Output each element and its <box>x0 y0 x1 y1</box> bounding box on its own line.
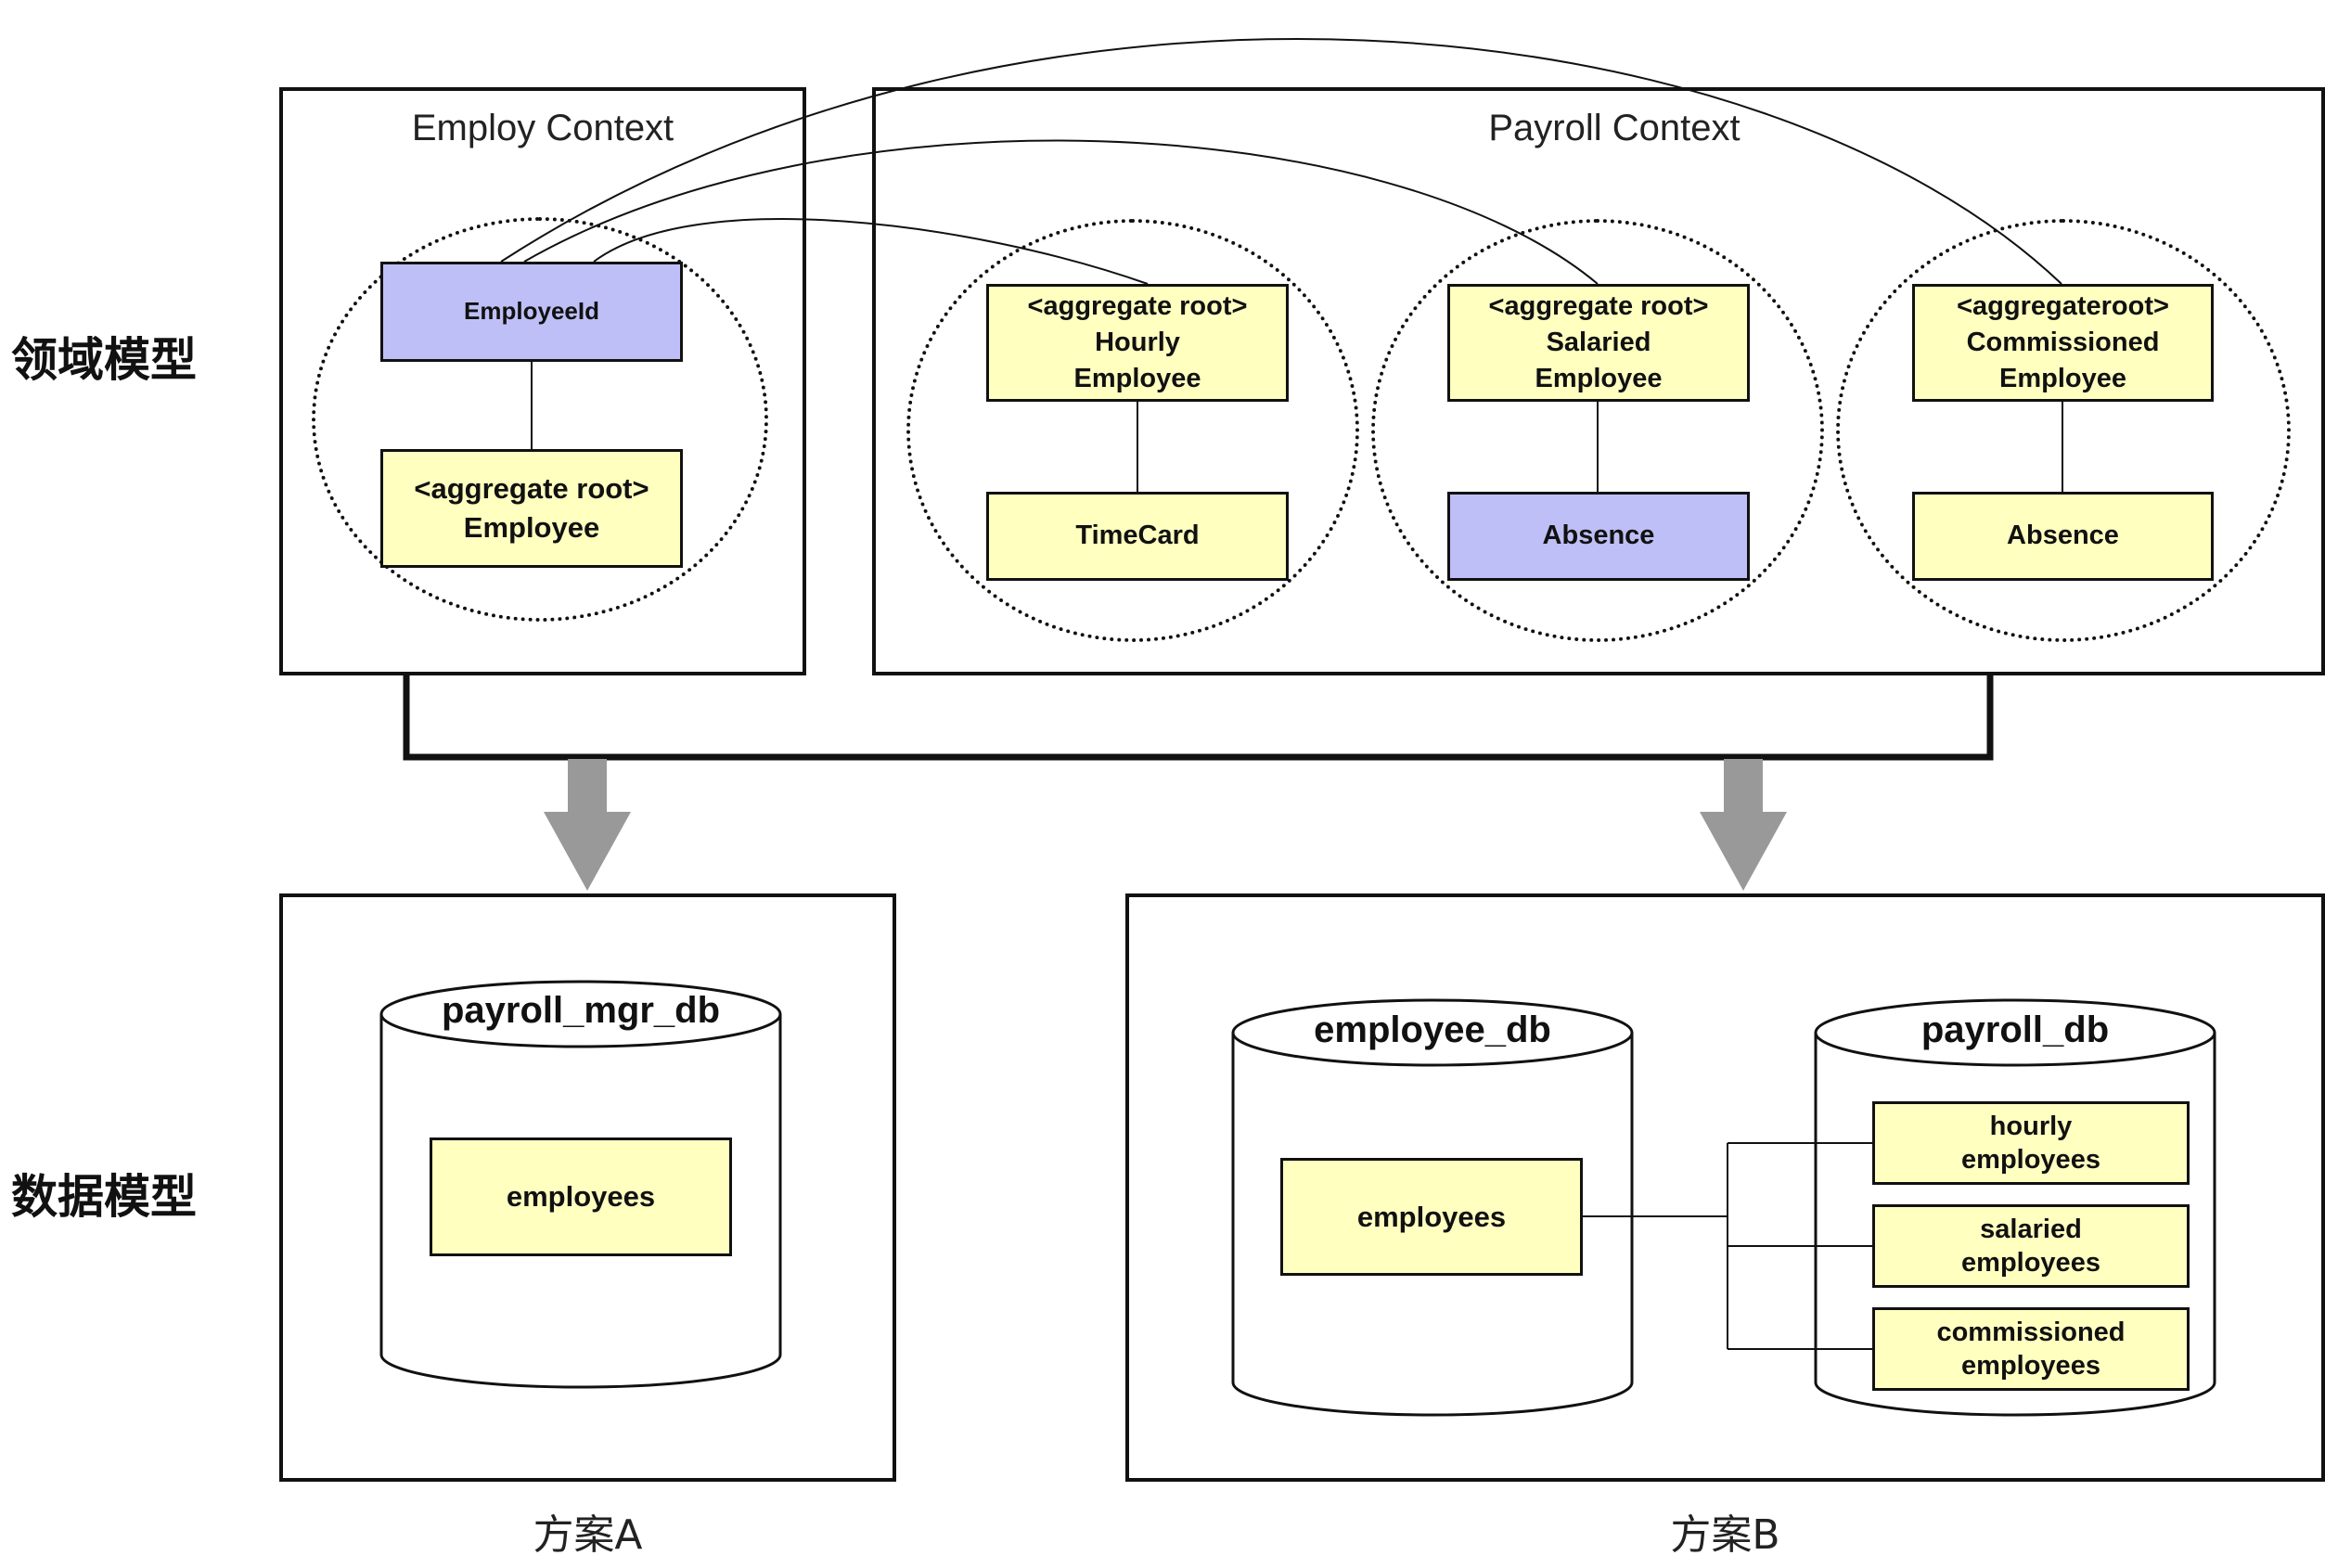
domain-model-label: 领域模型 <box>11 333 197 387</box>
salaried-employees-line1: salaried <box>1980 1214 2082 1244</box>
salaried-employee-aggregate-root: <aggregate root> Salaried Employee <box>1447 284 1750 402</box>
payroll-mgr-db-name: payroll_mgr_db <box>441 990 721 1031</box>
hourly-employees-line1: hourly <box>1989 1111 2073 1141</box>
employee-aggregate-root: <aggregate root> Employee <box>380 449 683 568</box>
employ-aggregate-boundary <box>312 217 768 622</box>
commissioned-absence-label: Absence <box>2007 521 2119 551</box>
salaried-stereotype: <aggregate root> <box>1488 290 1709 321</box>
payroll-db-name: payroll_db <box>1920 1009 2110 1050</box>
commissioned-name-line2: Employee <box>1999 364 2126 394</box>
hourly-aggregate-boundary <box>906 219 1359 642</box>
payroll-context <box>872 87 2325 675</box>
employ-context <box>279 87 806 675</box>
employee-db-name: employee_db <box>1314 1009 1551 1050</box>
commissioned-employees-line1: commissioned <box>1936 1317 2126 1347</box>
hourly-name-line2: Employee <box>1073 364 1201 394</box>
contexts-bracket <box>403 673 1994 761</box>
salaried-name-line2: Employee <box>1535 364 1663 394</box>
salaried-aggregate-boundary <box>1371 219 1824 642</box>
commissioned-employee-aggregate-root: <aggregateroot> Commissioned Employee <box>1912 284 2214 402</box>
plan-b-employees-table: employees <box>1280 1158 1583 1276</box>
plan-b-employees-label: employees <box>1356 1200 1507 1233</box>
employeeid-label: EmployeeId <box>464 297 599 326</box>
hourly-employees-line2: employees <box>1961 1145 2100 1175</box>
employeeid-to-commissioned-curve <box>500 38 2062 285</box>
plan-a-panel <box>279 893 896 1482</box>
commissioned-aggregate-boundary <box>1836 219 2291 642</box>
salaried-name-line1: Salaried <box>1546 327 1651 357</box>
arrow-to-plan-a <box>544 759 631 891</box>
employ-context-title: Employ Context <box>411 108 674 148</box>
hourly-stereotype: <aggregate root> <box>1027 290 1248 321</box>
salaried-absence-label: Absence <box>1542 521 1655 551</box>
plan-b-panel <box>1125 893 2325 1482</box>
salaried-employees-table: salaried employees <box>1872 1204 2190 1288</box>
commissioned-name-line1: Commissioned <box>1966 327 2160 357</box>
hourly-name-line1: Hourly <box>1095 327 1180 357</box>
table-link-lines <box>1583 1142 1872 1350</box>
timecard-label: TimeCard <box>1075 521 1200 551</box>
plan-a-caption: 方案A <box>533 1511 643 1559</box>
employee-stereotype: <aggregate root> <box>414 472 649 506</box>
hourly-employee-aggregate-root: <aggregate root> Hourly Employee <box>986 284 1289 402</box>
commissioned-absence-entity: Absence <box>1912 492 2214 581</box>
payroll-context-title: Payroll Context <box>1488 108 1741 148</box>
plan-a-employees-table: employees <box>430 1137 732 1256</box>
data-model-label: 数据模型 <box>11 1170 197 1224</box>
employee-name: Employee <box>463 511 600 544</box>
plan-a-employees-label: employees <box>506 1180 656 1214</box>
salaried-absence-value-object: Absence <box>1447 492 1750 581</box>
hourly-employees-table: hourly employees <box>1872 1101 2190 1185</box>
commissioned-employees-line2: employees <box>1961 1351 2100 1381</box>
salaried-employees-line2: employees <box>1961 1248 2100 1278</box>
commissioned-stereotype: <aggregateroot> <box>1957 290 2169 321</box>
plan-b-caption: 方案B <box>1670 1511 1780 1559</box>
employeeid-value-object: EmployeeId <box>380 262 683 362</box>
employeeid-to-salaried-curve <box>523 139 1599 285</box>
commissioned-employees-table: commissioned employees <box>1872 1307 2190 1391</box>
timecard-entity: TimeCard <box>986 492 1289 581</box>
arrow-to-plan-b <box>1700 759 1787 891</box>
